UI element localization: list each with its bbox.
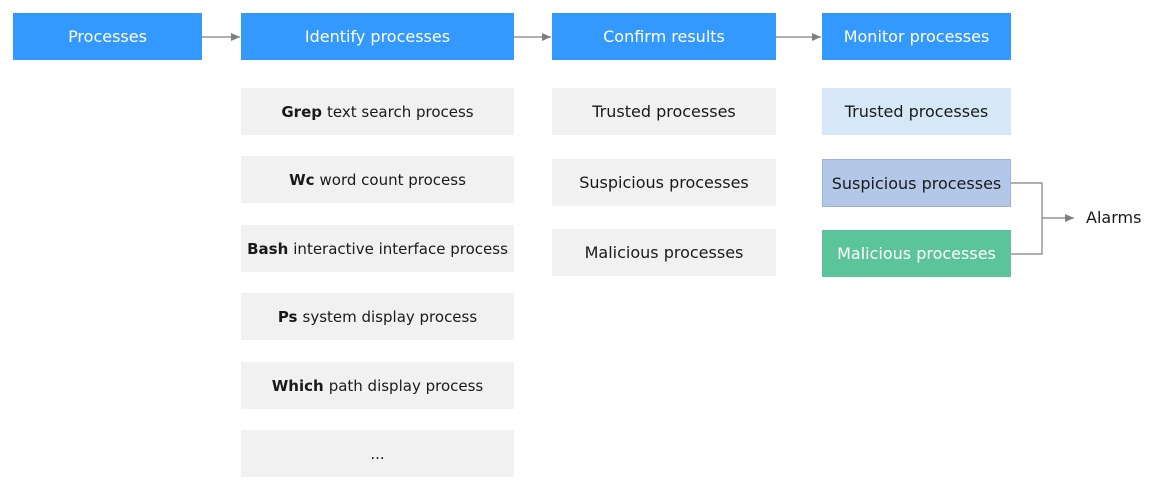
processes-header: Processes [13,13,202,60]
confirm-item-malicious: Malicious processes [552,229,776,276]
identify-item-ellipsis: ... [241,430,514,477]
alarms-label: Alarms [1086,208,1142,227]
identify-processes-header: Identify processes [241,13,514,60]
monitor-item-suspicious: Suspicious processes [822,159,1011,207]
confirm-item-trusted: Trusted processes [552,88,776,135]
monitor-item-malicious: Malicious processes [822,230,1011,277]
bracket-suspicious-malicious [1011,182,1043,255]
confirm-results-header: Confirm results [552,13,776,60]
confirm-item-suspicious: Suspicious processes [552,159,776,206]
monitor-processes-header: Monitor processes [822,13,1011,60]
monitor-item-trusted: Trusted processes [822,88,1011,135]
